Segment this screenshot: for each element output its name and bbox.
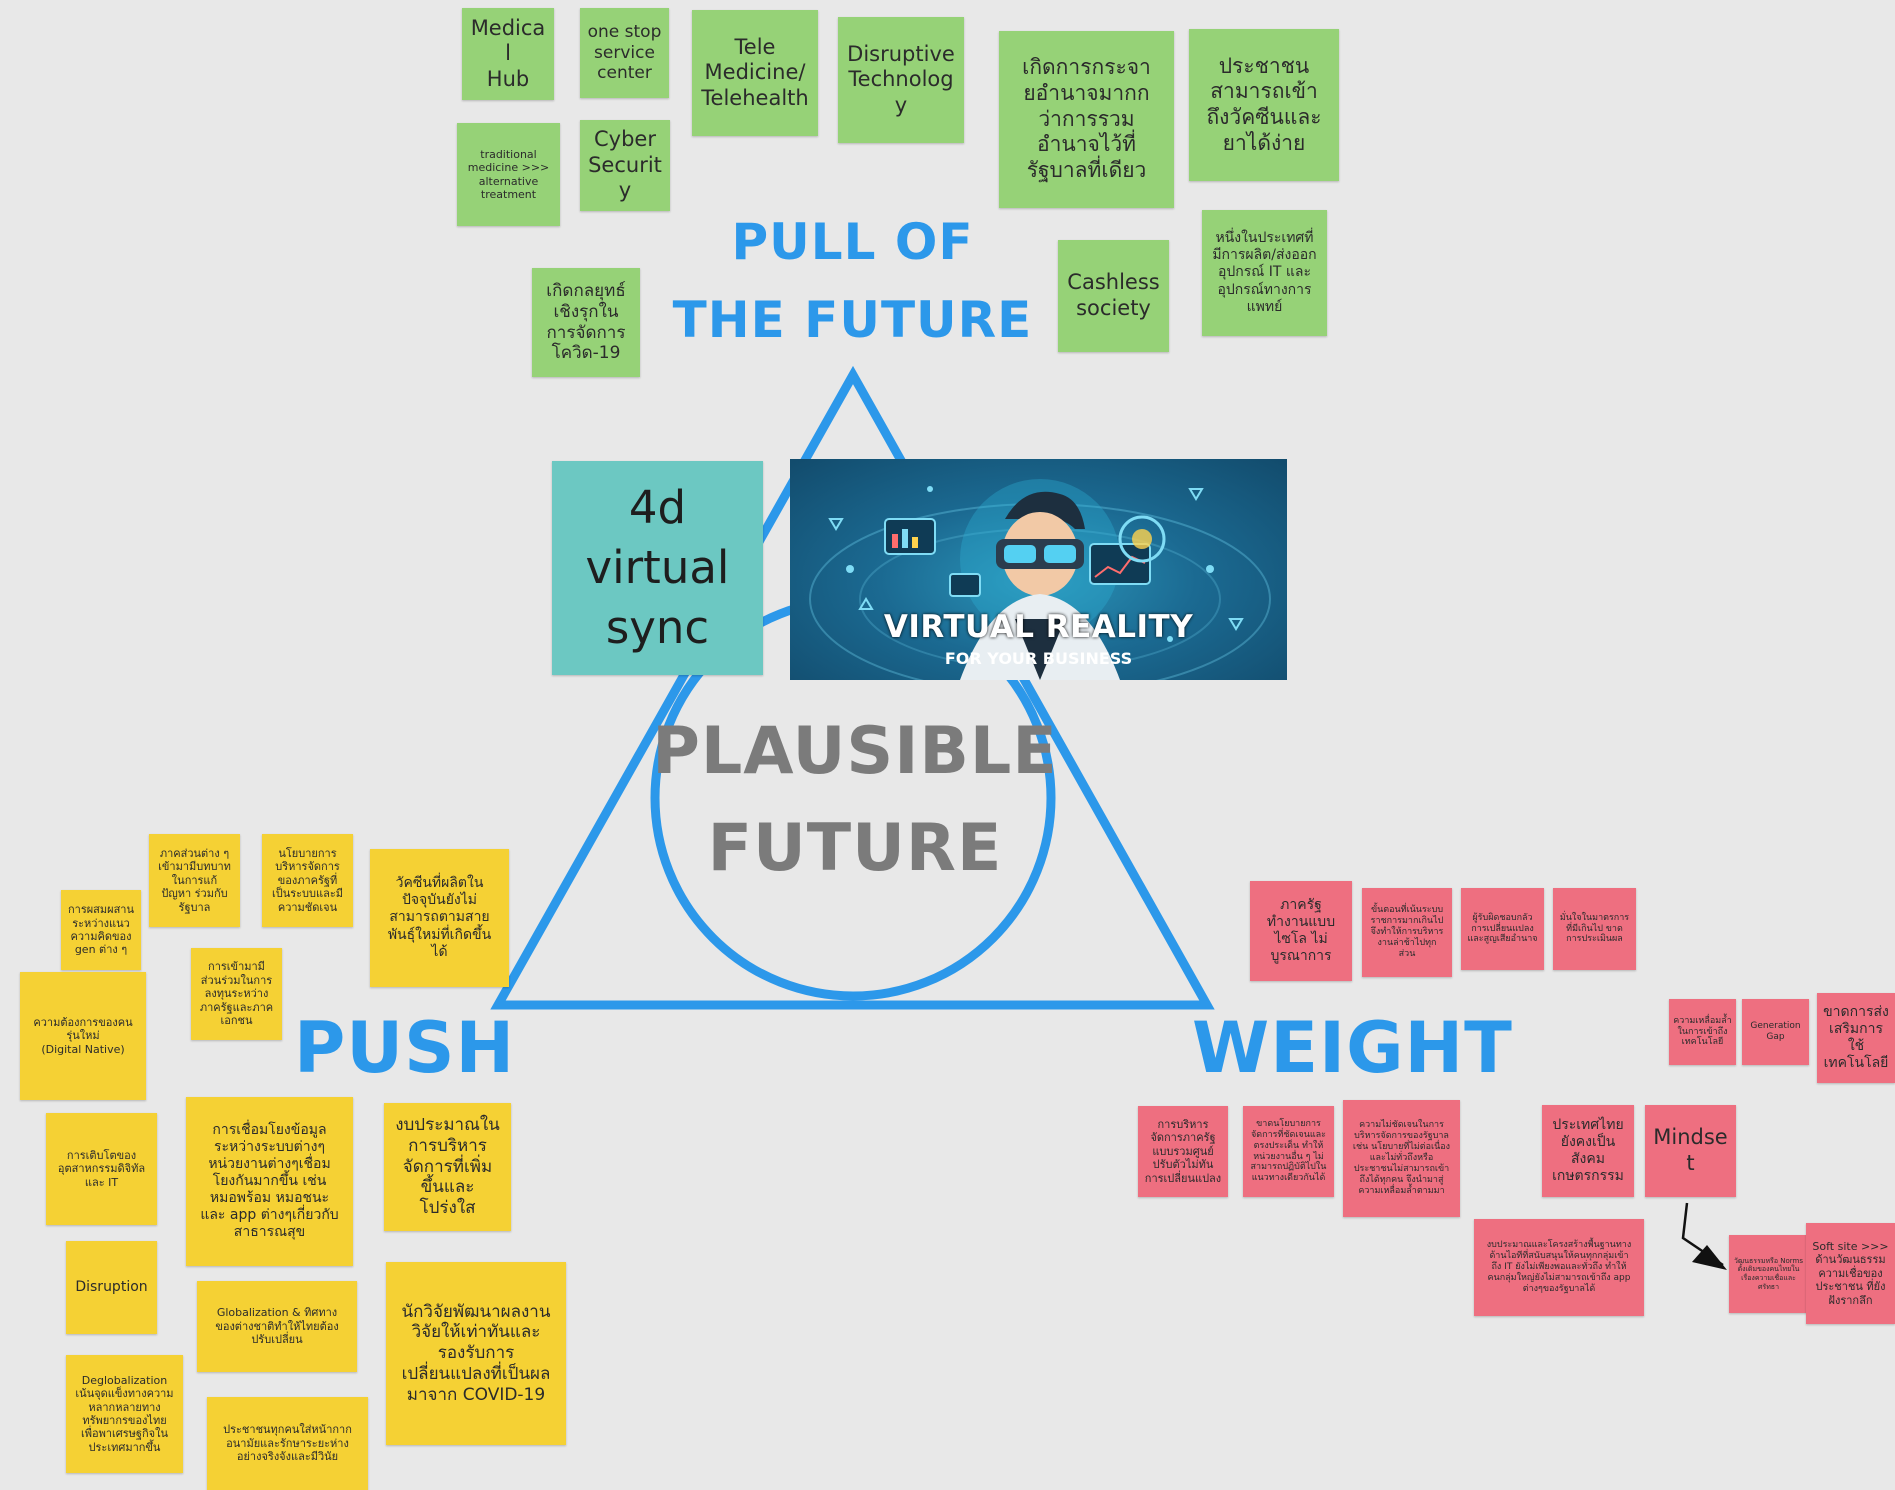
sticky-note-cashless-society[interactable]: Cashless society (1058, 240, 1169, 352)
sticky-note-traditional-norms[interactable]: วัฒนธรรมหรือ Norms ดั้งเดิมของคนไทยในเรื… (1729, 1235, 1808, 1313)
sticky-note-data-integration[interactable]: การเชื่อมโยงข้อมูลระหว่างระบบต่างๆ หน่วย… (186, 1097, 353, 1266)
sticky-note-medical-hub[interactable]: Medical Hub (462, 8, 554, 100)
sticky-note-deglobalization[interactable]: Deglobalization เน้นจุดแข็งทางความหลากหล… (66, 1355, 183, 1473)
sticky-note-decentralization[interactable]: เกิดการกระจายอำนาจมากกว่าการรวมอำนาจไว้ท… (999, 31, 1174, 208)
sticky-note-globalization[interactable]: Globalization & ทิศทางของต่างชาติทำให้ไท… (197, 1281, 357, 1372)
sticky-note-silo-government[interactable]: ภาครัฐทำงานแบบไซโล ไม่บูรณาการ (1250, 881, 1352, 981)
sticky-note-mindset[interactable]: Mindset (1645, 1105, 1736, 1197)
sticky-note-disruptive-technology[interactable]: Disruptive Technology (838, 17, 964, 143)
sticky-note-it-infrastructure[interactable]: งบประมาณและโครงสร้างพื้นฐานทางด้านไอทีที… (1474, 1219, 1644, 1316)
sticky-note-disruption[interactable]: Disruption (66, 1241, 157, 1334)
sticky-note-vaccine-variants[interactable]: วัคซีนที่ผลิตในปัจจุบันยังไม่สามารถตามสา… (370, 849, 509, 987)
future-triangle (490, 365, 1215, 1010)
sticky-note-it-medical-export[interactable]: หนึ่งในประเทศที่มีการผลิต/ส่งออก อุปกรณ์… (1202, 210, 1327, 336)
sticky-note-inconsistent-government[interactable]: ความไม่ชัดเจนในการบริหารจัดการของรัฐบาล … (1343, 1100, 1460, 1217)
sticky-note-traditional-medicine[interactable]: traditional medicine >>> alternative tre… (457, 123, 560, 226)
sticky-note-vaccine-access[interactable]: ประชาชนสามารถเข้าถึงวัคซีนและยาได้ง่าย (1189, 29, 1339, 181)
sticky-note-unclear-policy[interactable]: ขาดนโยบายการจัดการที่ชัดเจนและตรงประเด็น… (1243, 1106, 1334, 1197)
sticky-note-soft-site-culture[interactable]: Soft site >>> ด้านวัฒนธรรม ความเชื่อของป… (1806, 1223, 1895, 1324)
sticky-note-overconfidence[interactable]: มั่นใจในมาตรการที่มีเกินไป ขาดการประเมิน… (1553, 888, 1636, 970)
push-label: PUSH (294, 1007, 516, 1089)
sticky-note-generation-gap[interactable]: Generation Gap (1742, 999, 1809, 1065)
sticky-note-covid-strategy[interactable]: เกิดกลยุทธ์เชิงรุกในการจัดการโควิด-19 (532, 268, 640, 377)
vr-illustration (809, 479, 1271, 680)
vr-image-title: VIRTUAL REALITY (883, 609, 1194, 645)
sticky-note-centralized-admin[interactable]: การบริหารจัดการภาครัฐแบบรวมศูนย์ ปรับตัว… (1138, 1106, 1228, 1197)
sticky-note-researchers-covid[interactable]: นักวิจัยพัฒนาผลงานวิจัยให้เท่าทันและรองร… (386, 1262, 566, 1445)
plausible-future-label: PLAUSIBLE FUTURE (652, 714, 1058, 886)
sticky-note-agricultural-society[interactable]: ประเทศไทยยังคงเป็นสังคมเกษตรกรรม (1542, 1105, 1634, 1197)
sticky-note-telemedicine[interactable]: Tele Medicine/ Telehealth (692, 10, 818, 136)
sticky-note-4d-virtual-sync[interactable]: 4d virtual sync (552, 461, 763, 675)
arrow-head (1692, 1245, 1727, 1270)
sticky-note-mask-wearing[interactable]: ประชาชนทุกคนใส่หน้ากากอนามัยและรักษาระยะ… (207, 1397, 368, 1490)
sticky-note-bureaucracy-delay[interactable]: ขั้นตอนที่เน้นระบบราชการมากเกินไปจึงทำให… (1362, 888, 1452, 977)
pull-of-the-future-label: PULL OF THE FUTURE (672, 213, 1033, 349)
vr-image-subtitle: FOR YOUR BUSINESS (944, 649, 1133, 668)
sticky-note-cyber-security[interactable]: Cyber Security (580, 120, 670, 211)
sticky-note-public-private-investment[interactable]: การเข้ามามีส่วนร่วมในการลงทุนระหว่างภาคร… (191, 948, 282, 1040)
sticky-note-digital-industry-growth[interactable]: การเติบโตของอุตสาหกรรมดิจิทัล และ IT (46, 1113, 157, 1225)
sticky-note-government-policy[interactable]: นโยบายการบริหารจัดการของภาครัฐที่เป็นระบ… (262, 834, 353, 927)
virtual-reality-image[interactable]: VIRTUAL REALITY FOR YOUR BUSINESS (790, 459, 1287, 680)
sticky-note-generation-mix[interactable]: การผสมผสานระหว่างแนวความคิดของ gen ต่าง … (61, 890, 141, 970)
sticky-note-tech-inequality[interactable]: ความเหลื่อมล้ำในการเข้าถึงเทคโนโลยี (1669, 999, 1736, 1065)
sticky-note-lack-tech-promotion[interactable]: ขาดการส่งเสริมการใช้เทคโนโลยี (1817, 993, 1895, 1083)
sticky-note-sectors-cooperate[interactable]: ภาคส่วนต่าง ๆ เข้ามามีบทบาทในการแก้ปัญหา… (149, 834, 240, 927)
sticky-note-budget-transparency[interactable]: งบประมาณในการบริหารจัดการที่เพิ่มขึ้นและ… (384, 1103, 511, 1231)
sticky-note-digital-native[interactable]: ความต้องการของคนรุ่นใหม่ (Digital Native… (20, 972, 146, 1100)
sticky-note-fear-of-change[interactable]: ผู้รับผิดชอบกลัวการเปลี่ยนแปลงและสูญเสีย… (1461, 888, 1544, 970)
sticky-note-one-stop-service[interactable]: one stop service center (580, 8, 669, 98)
weight-label: WEIGHT (1192, 1007, 1513, 1089)
